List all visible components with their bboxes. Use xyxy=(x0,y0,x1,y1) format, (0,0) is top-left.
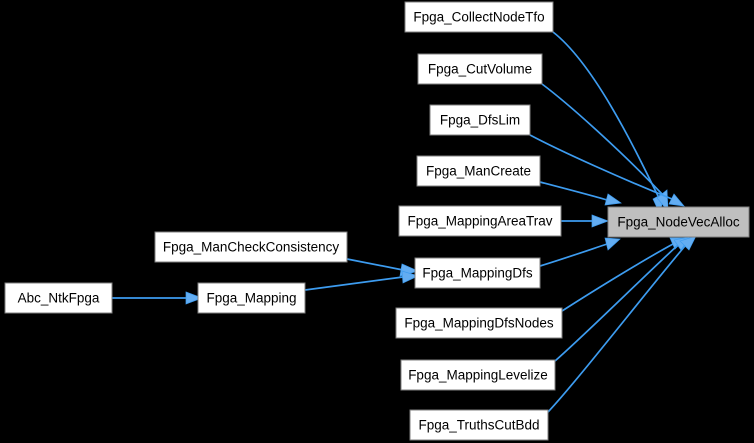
edge-line xyxy=(539,243,608,267)
node-label: Fpga_MappingAreaTrav xyxy=(407,214,552,229)
node-label: Fpga_Mapping xyxy=(206,291,296,306)
arrowhead-icon xyxy=(656,189,669,213)
node-box[interactable] xyxy=(400,359,556,391)
edge-line xyxy=(346,258,404,271)
node-fpga_mapping[interactable]: Fpga_Mapping xyxy=(197,282,306,314)
node-label: Fpga_ManCheckConsistency xyxy=(163,240,340,255)
node-box[interactable] xyxy=(429,104,531,136)
node-box[interactable] xyxy=(404,1,554,33)
arrowhead-icon xyxy=(604,193,622,206)
node-abc_ntkfpga[interactable]: Abc_NtkFpga xyxy=(4,282,113,314)
node-box[interactable] xyxy=(197,282,306,314)
nodes-layer: Abc_NtkFpgaFpga_ManCheckConsistencyFpga_… xyxy=(4,1,750,441)
arrowhead-icon xyxy=(604,237,621,251)
edge-fpga_cutvolume-to-fpga_nodevecalloc xyxy=(541,83,669,213)
edge-fpga_truthscutbdd-to-fpga_nodevecalloc xyxy=(547,235,697,413)
edge-line xyxy=(547,245,686,413)
arrowhead-icon xyxy=(401,270,419,284)
node-box[interactable] xyxy=(395,307,563,339)
node-fpga_dfslim[interactable]: Fpga_DfsLim xyxy=(429,104,531,136)
node-fpga_mappinglevelize[interactable]: Fpga_MappingLevelize xyxy=(400,359,556,391)
node-box[interactable] xyxy=(409,409,549,441)
edge-line xyxy=(529,134,673,200)
node-box[interactable] xyxy=(4,282,113,314)
edge-fpga_mancreate-to-fpga_nodevecalloc xyxy=(539,181,622,206)
node-fpga_mappingdfs[interactable]: Fpga_MappingDfs xyxy=(414,257,541,289)
node-box[interactable] xyxy=(398,205,562,237)
node-label: Fpga_TruthsCutBdd xyxy=(418,418,539,433)
arrowhead-icon xyxy=(679,235,697,251)
arrowhead-icon xyxy=(668,193,685,207)
node-label: Fpga_CutVolume xyxy=(428,62,532,77)
node-fpga_mancheckconsistency[interactable]: Fpga_ManCheckConsistency xyxy=(154,231,348,263)
edge-line xyxy=(554,244,679,362)
node-label: Fpga_MappingDfsNodes xyxy=(404,316,554,331)
node-box[interactable] xyxy=(154,231,348,263)
node-fpga_collectnodetfo[interactable]: Fpga_CollectNodeTfo xyxy=(404,1,554,33)
node-label: Fpga_CollectNodeTfo xyxy=(413,10,544,25)
node-label: Fpga_MappingDfs xyxy=(422,266,533,281)
edges-layer xyxy=(112,31,697,413)
node-fpga_mappingareatrav[interactable]: Fpga_MappingAreaTrav xyxy=(398,205,562,237)
edge-fpga_dfslim-to-fpga_nodevecalloc xyxy=(529,134,685,207)
node-label: Fpga_ManCreate xyxy=(426,164,531,179)
node-fpga_mappingdfsnodes[interactable]: Fpga_MappingDfsNodes xyxy=(395,307,563,339)
node-label: Abc_NtkFpga xyxy=(18,291,100,306)
node-box[interactable] xyxy=(607,206,750,238)
edge-line xyxy=(541,83,663,195)
node-box[interactable] xyxy=(414,257,541,289)
node-fpga_truthscutbdd[interactable]: Fpga_TruthsCutBdd xyxy=(409,409,549,441)
node-box[interactable] xyxy=(416,155,541,187)
arrowhead-icon xyxy=(591,214,609,228)
edge-line xyxy=(552,31,659,197)
edge-line xyxy=(561,243,674,312)
edge-fpga_mappingdfs-to-fpga_nodevecalloc xyxy=(539,237,621,267)
node-box[interactable] xyxy=(417,53,543,85)
edge-abc_ntkfpga-to-fpga_mapping xyxy=(112,291,203,305)
node-label: Fpga_DfsLim xyxy=(440,113,520,128)
edge-fpga_mappingareatrav-to-fpga_nodevecalloc xyxy=(561,214,609,228)
node-fpga_nodevecalloc[interactable]: Fpga_NodeVecAlloc xyxy=(607,206,750,238)
edge-line xyxy=(539,181,608,201)
node-label: Fpga_NodeVecAlloc xyxy=(617,215,740,230)
node-fpga_cutvolume[interactable]: Fpga_CutVolume xyxy=(417,53,543,85)
node-fpga_mancreate[interactable]: Fpga_ManCreate xyxy=(416,155,541,187)
node-label: Fpga_MappingLevelize xyxy=(408,368,548,383)
edge-line xyxy=(304,276,404,291)
arrowhead-icon xyxy=(185,291,203,305)
edge-fpga_mapping-to-fpga_mappingdfs xyxy=(304,270,419,291)
